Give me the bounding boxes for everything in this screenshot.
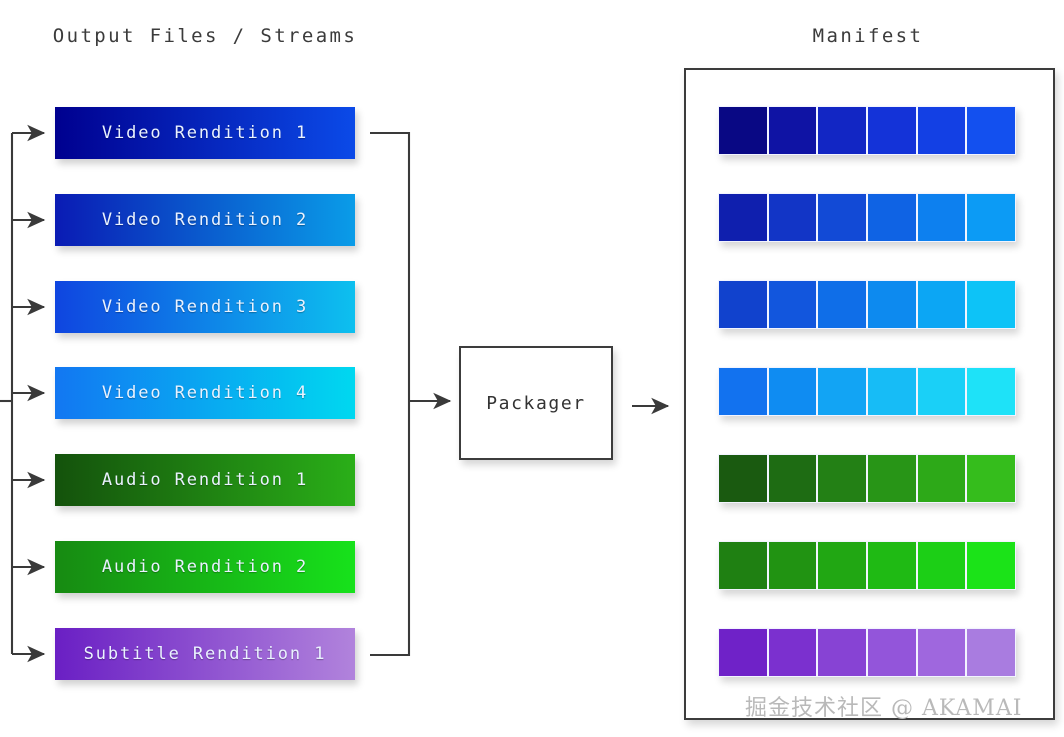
rendition-label: Audio Rendition 2 (101, 557, 309, 577)
manifest-segment (767, 454, 818, 503)
manifest-segment (867, 367, 917, 416)
manifest-segment (867, 541, 917, 590)
rendition-label: Video Rendition 3 (101, 297, 309, 317)
manifest-segment (718, 541, 768, 590)
rendition-label: Subtitle Rendition 1 (83, 644, 327, 664)
section-title-output-files: Output Files / Streams (52, 25, 358, 47)
manifest-segment (916, 367, 967, 416)
manifest-segment (916, 280, 967, 329)
manifest-segment (767, 541, 818, 590)
rendition-label: Audio Rendition 1 (101, 470, 309, 490)
fan-in-bus (370, 131, 411, 657)
manifest-segment (916, 454, 967, 503)
manifest-segment (966, 628, 1017, 677)
manifest-row-video-2 (718, 193, 1017, 242)
manifest-segment (718, 106, 768, 155)
rendition-video-1[interactable]: Video Rendition 1 (55, 107, 355, 159)
manifest-segment (718, 454, 768, 503)
manifest-segment (767, 367, 818, 416)
manifest-segment (767, 628, 818, 677)
manifest-row-video-1 (718, 106, 1017, 155)
manifest-row-video-4 (718, 367, 1017, 416)
manifest-segment (817, 106, 868, 155)
manifest-segment (916, 541, 967, 590)
rendition-label: Video Rendition 1 (101, 123, 309, 143)
manifest-segment (817, 628, 868, 677)
manifest-segment (718, 193, 768, 242)
rendition-label: Video Rendition 4 (101, 383, 309, 403)
packager-label: Packager (486, 392, 586, 414)
manifest-segment (867, 454, 917, 503)
manifest-segment (817, 367, 868, 416)
manifest-segment (966, 106, 1017, 155)
manifest-segment (817, 454, 868, 503)
manifest-segment (867, 193, 917, 242)
manifest-segment (867, 628, 917, 677)
manifest-segment (767, 193, 818, 242)
manifest-segment (867, 106, 917, 155)
manifest-segment (966, 454, 1017, 503)
manifest-segment (767, 106, 818, 155)
manifest-segment (718, 280, 768, 329)
rendition-video-2[interactable]: Video Rendition 2 (55, 194, 355, 246)
rendition-video-3[interactable]: Video Rendition 3 (55, 281, 355, 333)
rendition-audio-2[interactable]: Audio Rendition 2 (55, 541, 355, 593)
manifest-segment (817, 541, 868, 590)
manifest-row-video-3 (718, 280, 1017, 329)
rendition-video-4[interactable]: Video Rendition 4 (55, 367, 355, 419)
manifest-segment (966, 541, 1017, 590)
manifest-segment (767, 280, 818, 329)
manifest-row-audio-1 (718, 454, 1017, 503)
manifest-segment (966, 367, 1017, 416)
manifest-row-audio-2 (718, 541, 1017, 590)
rendition-subtitle-1[interactable]: Subtitle Rendition 1 (55, 628, 355, 680)
manifest-segment (817, 280, 868, 329)
manifest-segment (966, 193, 1017, 242)
manifest-row-subtitle-1 (718, 628, 1017, 677)
rendition-audio-1[interactable]: Audio Rendition 1 (55, 454, 355, 506)
packager-node[interactable]: Packager (459, 346, 613, 460)
section-title-manifest: Manifest (812, 25, 924, 47)
manifest-segment (817, 193, 868, 242)
manifest-segment (966, 280, 1017, 329)
manifest-segment (916, 106, 967, 155)
rendition-label: Video Rendition 2 (101, 210, 309, 230)
manifest-segment (718, 367, 768, 416)
manifest-segment (916, 628, 967, 677)
manifest-segment (718, 628, 768, 677)
watermark-text: 掘金技术社区 @ AKAMAI (745, 696, 1023, 721)
manifest-segment (916, 193, 967, 242)
manifest-segment (867, 280, 917, 329)
